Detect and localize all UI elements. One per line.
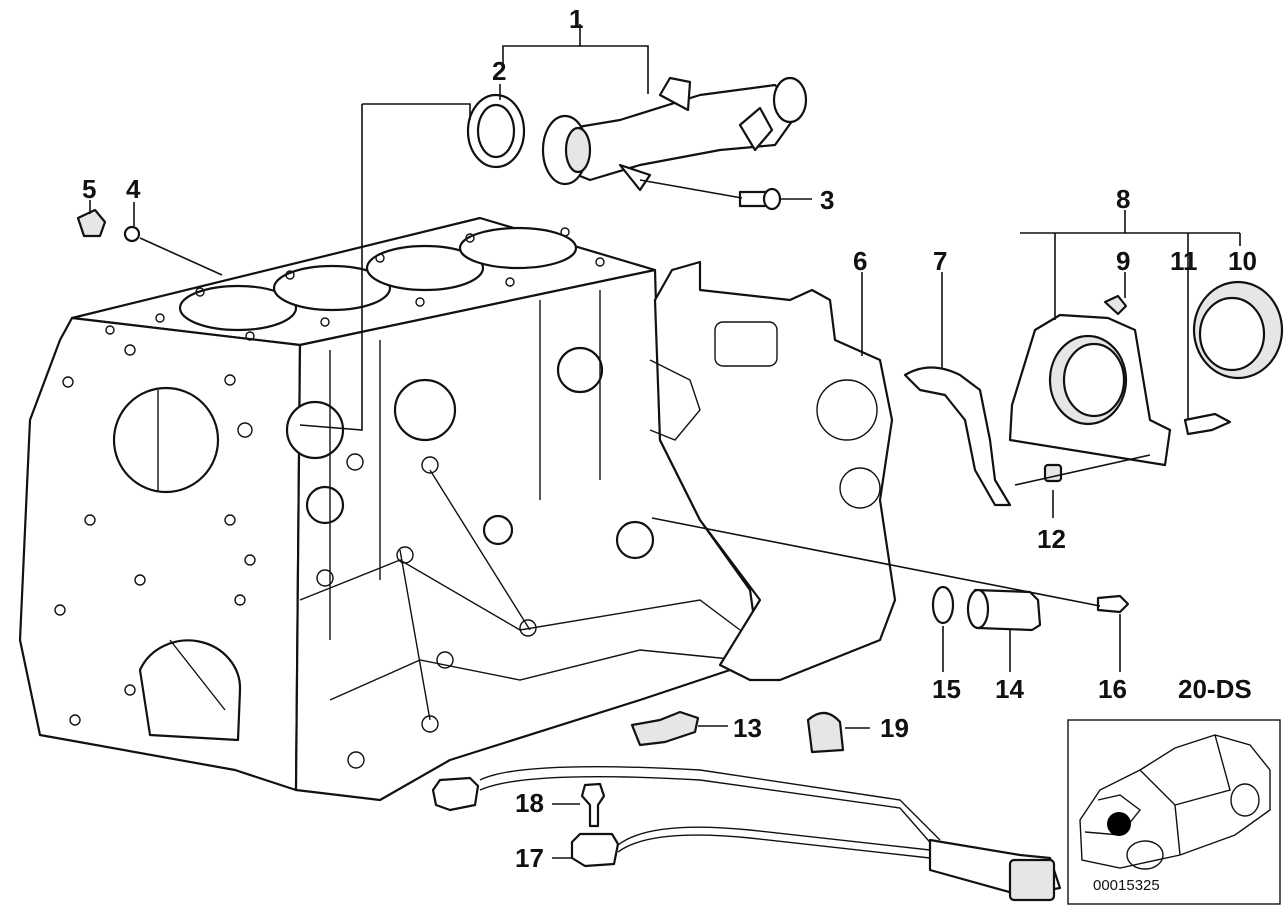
knock-sensor-harness bbox=[431, 765, 1062, 902]
plug bbox=[630, 710, 700, 747]
location-marker bbox=[1107, 812, 1131, 836]
callout-17: 17 bbox=[515, 843, 544, 873]
callout-11: 11 bbox=[1170, 246, 1198, 276]
bolt bbox=[738, 187, 782, 211]
callout-8: 8 bbox=[1116, 184, 1130, 214]
callout-15: 15 bbox=[932, 674, 961, 704]
screw bbox=[1103, 294, 1128, 316]
callout-5: 5 bbox=[82, 174, 96, 204]
screw bbox=[1183, 412, 1232, 436]
car-outline-icon bbox=[1079, 734, 1271, 870]
inset-frame bbox=[1067, 719, 1281, 905]
callout-10: 10 bbox=[1228, 246, 1257, 276]
callout-7: 7 bbox=[933, 246, 947, 276]
callout-4: 4 bbox=[126, 174, 141, 204]
callout-6: 6 bbox=[853, 246, 867, 276]
leader-lines bbox=[89, 24, 1241, 859]
section-code: 20-DS bbox=[1178, 674, 1252, 704]
engine-block bbox=[18, 216, 762, 802]
washer bbox=[123, 225, 141, 243]
callout-16: 16 bbox=[1098, 674, 1127, 704]
screw bbox=[76, 208, 107, 238]
bolt bbox=[1096, 594, 1130, 614]
o-ring bbox=[466, 93, 526, 169]
callout-19: 19 bbox=[880, 713, 909, 743]
rear-cover-plate bbox=[653, 260, 897, 682]
callout-2: 2 bbox=[492, 56, 506, 86]
screw bbox=[580, 782, 606, 828]
callout-labels: 1 2 3 4 5 6 7 8 9 10 11 12 13 14 15 16 1… bbox=[82, 4, 1257, 873]
callout-3: 3 bbox=[820, 185, 834, 215]
callout-9: 9 bbox=[1116, 246, 1130, 276]
insert bbox=[806, 711, 845, 754]
document-number: 00015325 bbox=[1093, 877, 1160, 894]
callout-12: 12 bbox=[1037, 524, 1066, 554]
callout-14: 14 bbox=[995, 674, 1024, 704]
callout-18: 18 bbox=[515, 788, 544, 818]
coolant-pipe bbox=[541, 76, 808, 192]
sensor bbox=[931, 585, 1042, 632]
sealing-ring bbox=[1192, 280, 1284, 380]
seal-gasket bbox=[903, 366, 1012, 507]
callout-13: 13 bbox=[733, 713, 762, 743]
vehicle-locator-inset: 00015325 bbox=[1067, 719, 1281, 905]
callout-1: 1 bbox=[569, 4, 583, 34]
